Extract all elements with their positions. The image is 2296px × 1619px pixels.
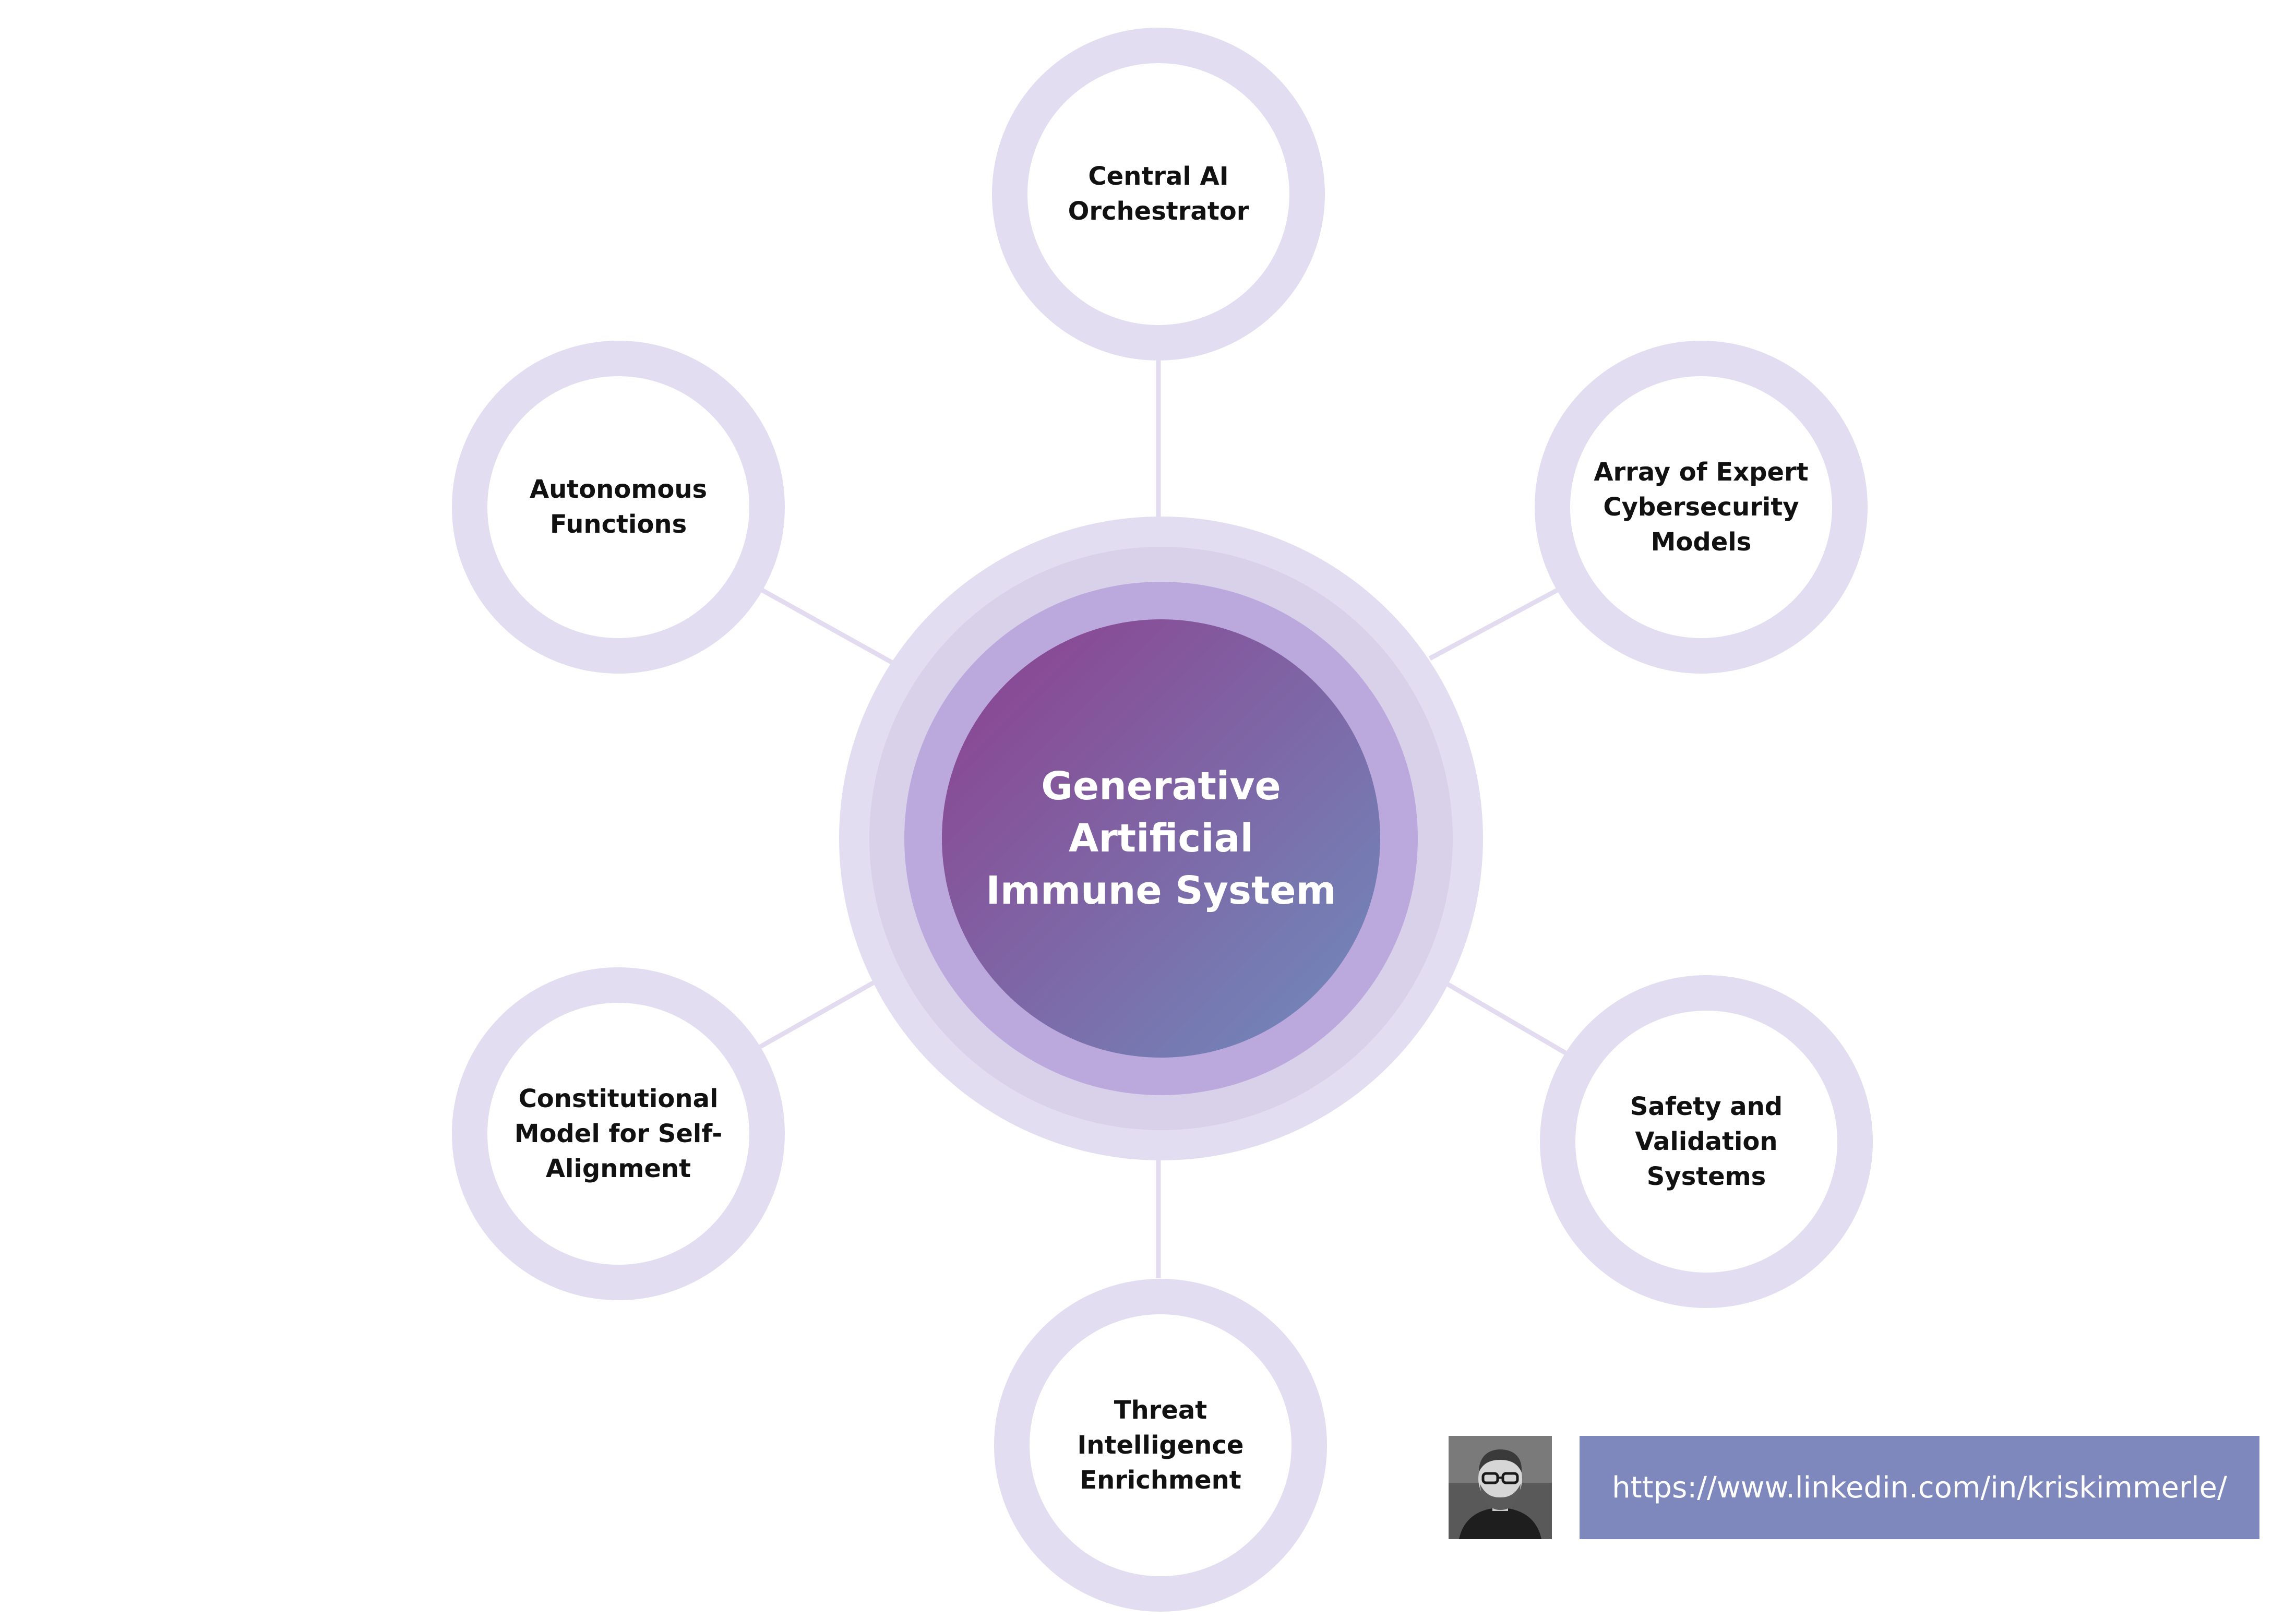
hub-title: Generative Artificial Immune System [986, 764, 1336, 913]
node-constitutional-model: Constitutional Model for Self- Alignment [514, 1084, 723, 1183]
node-central-ai-orchestrator: Central AI Orchestrator [1068, 162, 1249, 226]
node-safety-and-validation: Safety and Validation Systems [1630, 1092, 1783, 1191]
node-constitutional-ring [452, 967, 785, 1300]
connector-autonomous [758, 586, 894, 665]
person-portrait-icon [1449, 1436, 1552, 1539]
node-expert-models-ring [1535, 341, 1868, 674]
hub-core [942, 619, 1380, 1058]
connector-expert-models [1428, 586, 1562, 661]
profile-link-box[interactable]: https://www.linkedin.com/in/kriskimmerle… [1580, 1436, 2259, 1539]
node-threat-intel-ring [994, 1279, 1327, 1612]
node-array-of-expert-models: Array of Expert Cybersecurity Models [1594, 457, 1809, 557]
profile-link[interactable]: https://www.linkedin.com/in/kriskimmerle… [1612, 1470, 2227, 1505]
node-threat-intelligence: Threat Intelligence Enrichment [1077, 1395, 1244, 1495]
connector-safety [1445, 981, 1567, 1055]
node-autonomous-functions: Autonomous Functions [529, 475, 708, 539]
connector-constitutional [755, 979, 878, 1051]
node-autonomous-ring [452, 341, 785, 674]
node-safety-ring [1540, 975, 1873, 1308]
node-orchestrator-ring [992, 28, 1325, 361]
